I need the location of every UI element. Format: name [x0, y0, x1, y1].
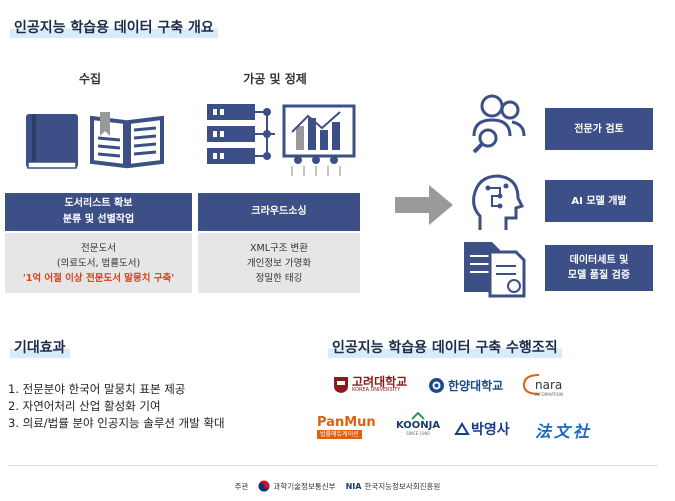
- output-expert-review-label: 전문가 검토: [574, 123, 624, 135]
- collect-heading: 수집: [78, 72, 102, 86]
- process-detail-line-2: 개인정보 가명화: [246, 257, 312, 269]
- hanyang-university-name: 한양대학교: [448, 379, 504, 393]
- effect-item: 2. 자연어처리 산업 활성화 기여: [8, 399, 161, 413]
- process-detail: XML구조 변환 개인정보 가명화 정밀한 태깅: [198, 233, 360, 293]
- collect-box: 도서리스트 확보 분류 및 선별작업: [5, 193, 192, 231]
- koonja-sub: SINCE 1980: [406, 431, 430, 436]
- process-detail-line-1: XML구조 변환: [250, 242, 308, 254]
- output-ai-model: AI 모델 개발: [545, 180, 653, 222]
- korea-university-logo: 고려대학교 KOREA UNIVERSITY: [333, 376, 407, 394]
- taegeuk-icon: [258, 480, 270, 492]
- effect-item: 3. 의료/법률 분야 인공지능 솔루션 개발 확대: [8, 416, 225, 430]
- footer-divider: [8, 465, 658, 466]
- org-title: 인공지능 학습용 데이터 구축 수행조직: [328, 337, 562, 358]
- nia-abbr: NIA: [345, 481, 362, 491]
- process-box: 크라우드소싱: [198, 193, 360, 231]
- footer-host-label: 주관: [234, 481, 249, 491]
- expert-review-icon: [472, 94, 526, 154]
- bubmun-name: 法文社: [535, 422, 593, 441]
- panmun-name: PanMun: [317, 415, 376, 430]
- koonja-logo: KOONJA SINCE 1980: [395, 411, 441, 436]
- process-box-label: 크라우드소싱: [251, 206, 307, 217]
- nara-name: nara: [535, 378, 563, 392]
- panmun-logo: PanMun 법률에듀케이션: [317, 416, 376, 439]
- korea-university-sub: KOREA UNIVERSITY: [352, 386, 401, 393]
- collect-detail: 전문도서 (의료도서, 법률도서) '1억 어절 이상 전문도서 말뭉치 구축': [5, 233, 192, 293]
- arrow-right-icon: [395, 185, 453, 225]
- nia-full-name: 한국지능정보사회진흥원: [364, 481, 441, 491]
- korea-university-name: 고려대학교: [352, 374, 408, 389]
- server-icon: [207, 104, 275, 164]
- korea-university-crest-icon: [334, 377, 348, 393]
- koonja-leaf-icon: [411, 411, 425, 420]
- bakyoung-name: 박영사: [471, 422, 510, 438]
- effects-title: 기대효과: [10, 337, 70, 358]
- nara-swoosh-icon: [522, 374, 540, 395]
- ministry-name: 과학기술정보통신부: [273, 481, 336, 491]
- panmun-sub: 법률에듀케이션: [317, 430, 362, 439]
- collect-box-line-2: 분류 및 선별작업: [62, 214, 135, 225]
- nara-sub: INFORMATION: [535, 392, 564, 397]
- bakyoung-triangle-icon: [454, 422, 470, 435]
- output-quality-check-line-2: 모델 품질 검증: [567, 270, 631, 281]
- bubmun-logo: 法文社: [535, 418, 592, 442]
- ministry-logo: 과학기술정보통신부: [258, 480, 336, 492]
- footer: 주관 과학기술정보통신부 NIA 한국지능정보사회진흥원: [0, 480, 675, 492]
- collect-box-line-1: 도서리스트 확보: [64, 198, 133, 209]
- output-ai-model-label: AI 모델 개발: [571, 195, 627, 207]
- book-icon: [26, 114, 78, 169]
- effect-item: 1. 전문분야 한국어 말뭉치 표본 제공: [8, 382, 186, 396]
- collect-detail-line-1: 전문도서: [81, 242, 116, 254]
- document-check-icon: [464, 242, 526, 298]
- open-book-icon: [90, 112, 164, 169]
- output-expert-review: 전문가 검토: [545, 108, 653, 150]
- output-quality-check: 데이터세트 및 모델 품질 검증: [545, 245, 653, 291]
- output-quality-check-line-1: 데이터세트 및: [569, 255, 629, 266]
- nia-logo: NIA 한국지능정보사회진흥원: [346, 481, 441, 492]
- koonja-name: KOONJA: [395, 420, 441, 431]
- ai-head-icon: [472, 174, 525, 230]
- effects-list: 1. 전문분야 한국어 말뭉치 표본 제공 2. 자연어처리 산업 활성화 기여…: [8, 381, 225, 432]
- hanyang-emblem-icon: [429, 378, 444, 393]
- chart-board-icon: [282, 104, 356, 176]
- main-title: 인공지능 학습용 데이터 구축 개요: [10, 17, 218, 38]
- process-detail-line-3: 정밀한 태깅: [255, 272, 303, 284]
- collect-detail-highlight: '1억 어절 이상 전문도서 말뭉치 구축': [22, 272, 175, 284]
- hanyang-university-logo: 한양대학교: [428, 377, 503, 394]
- process-heading: 가공 및 정제: [243, 72, 307, 86]
- bakyoung-logo: 박영사: [454, 419, 510, 439]
- collect-detail-line-2: (의료도서, 법률도서): [56, 257, 141, 269]
